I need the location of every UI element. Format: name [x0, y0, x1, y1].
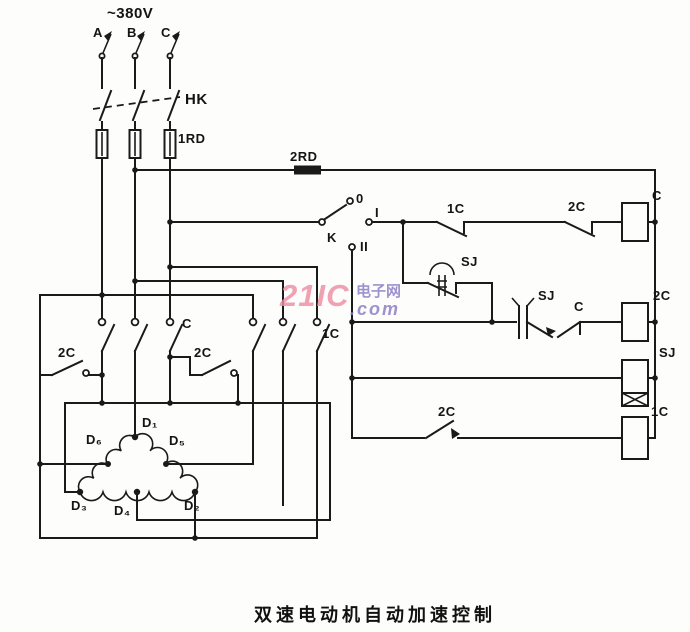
- nc-contact-2c-symbol: [563, 220, 596, 238]
- control-row3: [351, 359, 656, 407]
- coil-c-label: C: [652, 188, 662, 203]
- row2-sj-contact-label: SJ: [538, 288, 555, 303]
- control-row4: [351, 416, 656, 460]
- phase-a-label: A: [93, 25, 103, 40]
- nc-contact-1c-symbol: [435, 220, 468, 238]
- power-tap-wires: [39, 266, 318, 539]
- row1-nc-2c-label: 2C: [568, 199, 586, 214]
- fuse-1rd-symbol: [95, 129, 177, 159]
- coil-1c-label: 1C: [651, 404, 669, 419]
- hk-switch-label: HK: [185, 91, 208, 108]
- control-bus-wires: [134, 165, 656, 439]
- terminal-d5-label: D₅: [169, 433, 186, 448]
- terminal-d1-label: D₁: [142, 415, 158, 430]
- coil-sj-label: SJ: [659, 345, 676, 360]
- main-contact-c-label: C: [182, 316, 192, 331]
- hk-knife-switch-symbol: [92, 89, 181, 122]
- supply-voltage-label: ~380V: [107, 5, 154, 22]
- terminal-d6-label: D₆: [86, 432, 103, 447]
- figure-caption: 双速电动机自动加速控制: [254, 605, 496, 625]
- branch-sj-contact-label: SJ: [461, 254, 478, 269]
- k-selector-label: K: [327, 230, 337, 245]
- main-contact-1c-label: 1C: [322, 326, 340, 341]
- row4-2c-contact-label: 2C: [438, 404, 456, 419]
- row1-nc-1c-label: 1C: [447, 201, 465, 216]
- control-row1: [169, 197, 656, 251]
- no-contact-2c-symbol: [424, 419, 460, 440]
- coil-1c-symbol: [621, 416, 649, 460]
- coil-sj-symbol: [621, 359, 649, 394]
- fuse-2rd-label: 2RD: [290, 149, 318, 164]
- star-contact-2c-left-symbol: [39, 359, 103, 377]
- star-2c-right-label: 2C: [194, 345, 212, 360]
- row2-c-contact-label: C: [574, 299, 584, 314]
- control-row2: [351, 249, 656, 439]
- coil-c-symbol: [621, 202, 649, 242]
- motor-routing-wires: [39, 402, 331, 539]
- terminal-d4-label: D₄: [114, 503, 131, 518]
- sj-delay-no-contact-symbol: [511, 297, 554, 339]
- sj-delay-nc-contact-symbol: [426, 262, 460, 299]
- phase-line-arrows-icon: [98, 31, 180, 60]
- main-contacts-symbols: [97, 317, 331, 539]
- star-2c-left-label: 2C: [58, 345, 76, 360]
- coil-2c-label: 2C: [653, 288, 671, 303]
- coil-2c-symbol: [621, 302, 649, 342]
- junction-dots: [37, 167, 658, 541]
- star-contact-2c-right-symbol: [169, 356, 239, 404]
- k-position-0-label: 0: [356, 191, 364, 206]
- fuse-1rd-label: 1RD: [178, 131, 206, 146]
- fuse-2rd-symbol: [294, 165, 321, 175]
- terminal-d3-label: D₃: [71, 498, 88, 513]
- k-position-1-label: I: [375, 205, 380, 220]
- k-position-2-label: II: [360, 239, 369, 254]
- terminal-d2-label: D₂: [184, 498, 201, 513]
- phase-c-label: C: [161, 25, 171, 40]
- phase-b-label: B: [127, 25, 137, 40]
- control-branch-sj: [402, 221, 493, 323]
- no-contact-c-symbol: [546, 320, 582, 339]
